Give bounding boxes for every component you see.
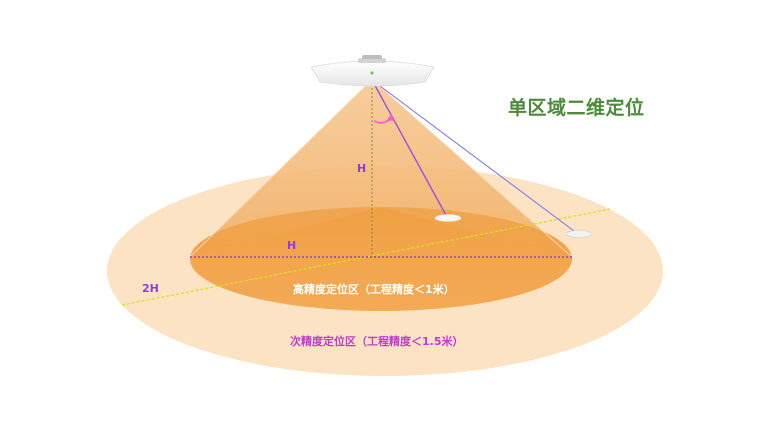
height-h-label: H (357, 162, 367, 175)
radius-h-label: H (287, 239, 297, 252)
axis-2h-line (121, 208, 611, 306)
ray-to-tag-inner (371, 79, 448, 218)
diagram-title: 单区域二维定位 (508, 97, 645, 119)
ray-to-tag-outer (371, 79, 579, 235)
tag-outer (565, 230, 593, 238)
anchor-device-icon (310, 55, 435, 87)
secondary-precision-zone-label: 次精度定位区（工程精度＜1.5米） (290, 335, 464, 348)
tag-inner (434, 214, 462, 222)
cone-front (190, 80, 572, 257)
cone-right-edge (371, 79, 573, 258)
rotation-arrowhead (387, 114, 394, 121)
two-h-label: 2H (142, 282, 159, 295)
high-precision-zone-label: 高精度定位区（工程精度＜1米） (293, 283, 455, 296)
cone-left-edge (189, 79, 373, 258)
inner-zone-ellipse (190, 207, 572, 311)
